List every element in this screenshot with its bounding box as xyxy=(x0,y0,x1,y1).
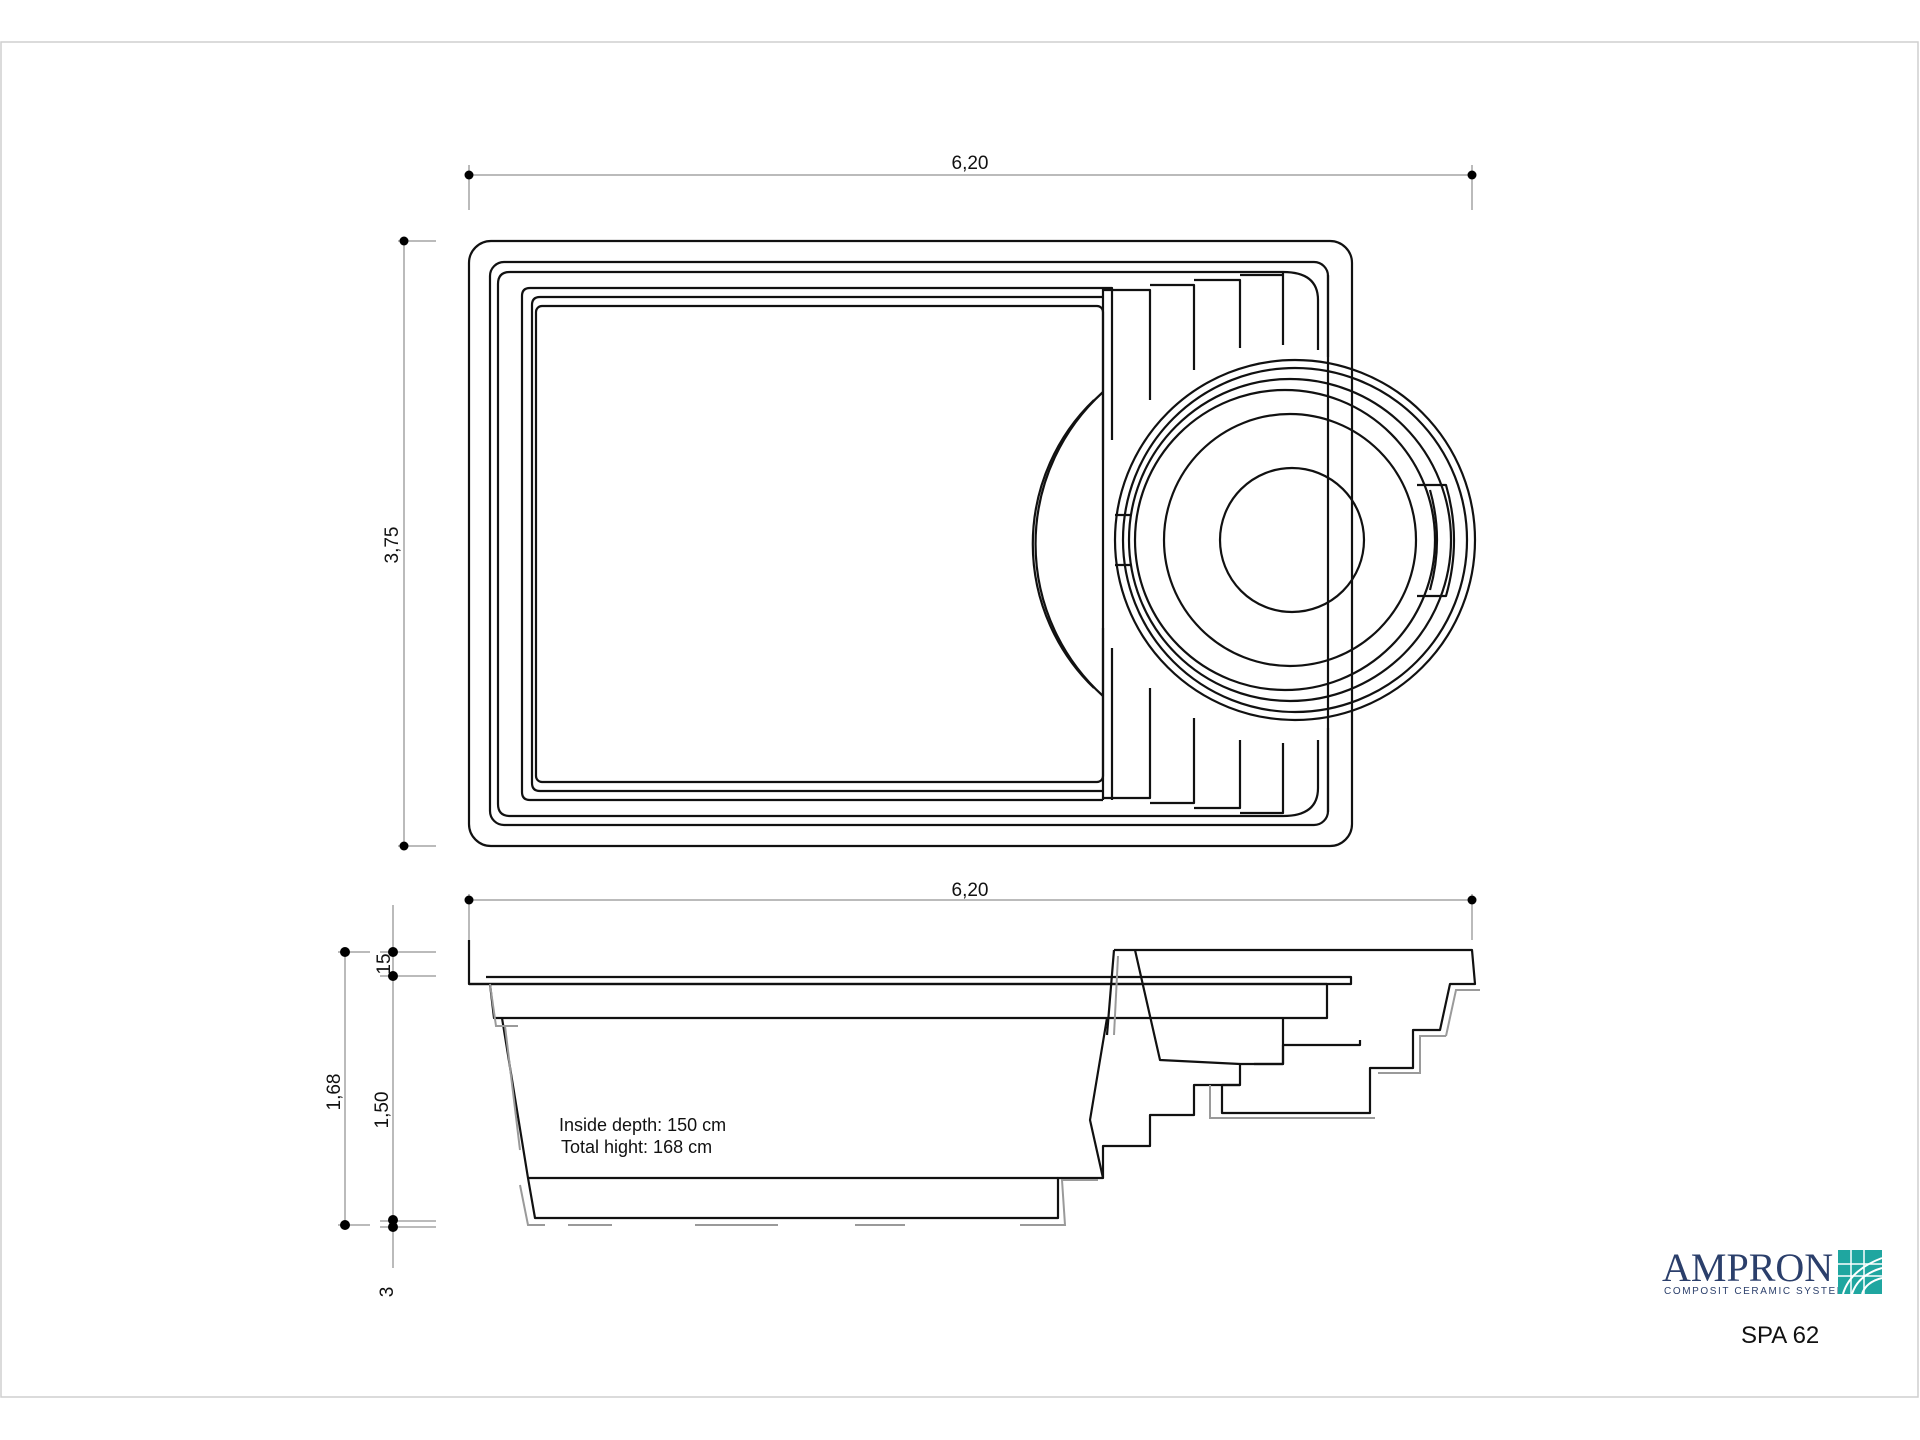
spa-seat-ring xyxy=(1127,377,1453,703)
spa-outer-circle xyxy=(1113,358,1477,722)
pool-basin-floor xyxy=(530,295,1103,793)
logo-wordmark: AMPRON xyxy=(1662,1245,1833,1290)
plan-height-label: 3,75 xyxy=(382,527,403,564)
dim-3-label: 3 xyxy=(377,1287,398,1298)
model-label: SPA 62 xyxy=(1741,1322,1819,1349)
spa-footwell-circle xyxy=(1162,412,1418,668)
dim-15-label: 15 xyxy=(374,953,395,974)
section-width-label: 6,20 xyxy=(952,880,989,901)
pool-outer-rim xyxy=(467,239,1354,848)
section-coping xyxy=(467,940,1353,986)
plan-width-label: 6,20 xyxy=(952,153,989,174)
inside-depth-note: Inside depth: 150 cm xyxy=(559,1115,726,1135)
logo-mark-icon xyxy=(1838,1250,1883,1295)
section-spa-left-wall xyxy=(1105,949,1116,1036)
spa-bench-circle xyxy=(1133,388,1437,692)
rim-lower-right-curve xyxy=(1282,740,1320,818)
plan-width-dimension: 6,20 xyxy=(464,153,1477,210)
lower-stairs xyxy=(1101,628,1285,815)
plan-height-dimension: 3,75 xyxy=(382,236,436,851)
pool-basin-wall xyxy=(520,286,1103,802)
dim-168-label: 1,68 xyxy=(324,1074,345,1111)
section-view: 6,20 1,68 15 1,50 3 xyxy=(324,880,1480,1297)
pool-inner-rim xyxy=(488,260,1330,827)
section-right-steps-under xyxy=(1088,1017,1109,1179)
section-basin xyxy=(500,1017,1285,1220)
plan-view: 6,20 3,75 xyxy=(382,153,1477,851)
section-spa-inner-wall xyxy=(1133,949,1241,1066)
rim-upper-right-curve xyxy=(1282,270,1320,350)
spa-right-niche xyxy=(1417,483,1456,598)
section-height-dimensions: 1,68 15 1,50 3 xyxy=(324,905,436,1297)
logo-subtitle: COMPOSIT CERAMIC SYSTEM xyxy=(1664,1286,1847,1297)
section-basin-outer xyxy=(488,983,1329,1020)
spa-left-step xyxy=(1115,513,1132,567)
spa-right-niche-inner xyxy=(1428,489,1439,591)
section-spa-seat xyxy=(1254,1040,1362,1066)
section-shell-gray xyxy=(489,955,1480,1226)
ampron-logo: AMPRON COMPOSIT CERAMIC SYSTEM xyxy=(1662,1245,1883,1297)
dim-150-label: 1,50 xyxy=(372,1092,393,1129)
pool-basin-inner xyxy=(534,304,1105,784)
spa-left-bench-arc xyxy=(1034,391,1104,697)
sheet-border xyxy=(0,41,1919,1398)
spa-drain-circle xyxy=(1218,466,1366,614)
spa-rim-circle xyxy=(1121,366,1469,714)
upper-stairs xyxy=(1101,272,1285,460)
spa-left-bench-arc-inner xyxy=(1031,399,1095,689)
pool-top-step-outline xyxy=(496,270,1283,818)
section-width-dimension: 6,20 xyxy=(464,880,1477,940)
section-spa-well xyxy=(1114,948,1477,1115)
total-height-note: Total hight: 168 cm xyxy=(561,1137,712,1157)
